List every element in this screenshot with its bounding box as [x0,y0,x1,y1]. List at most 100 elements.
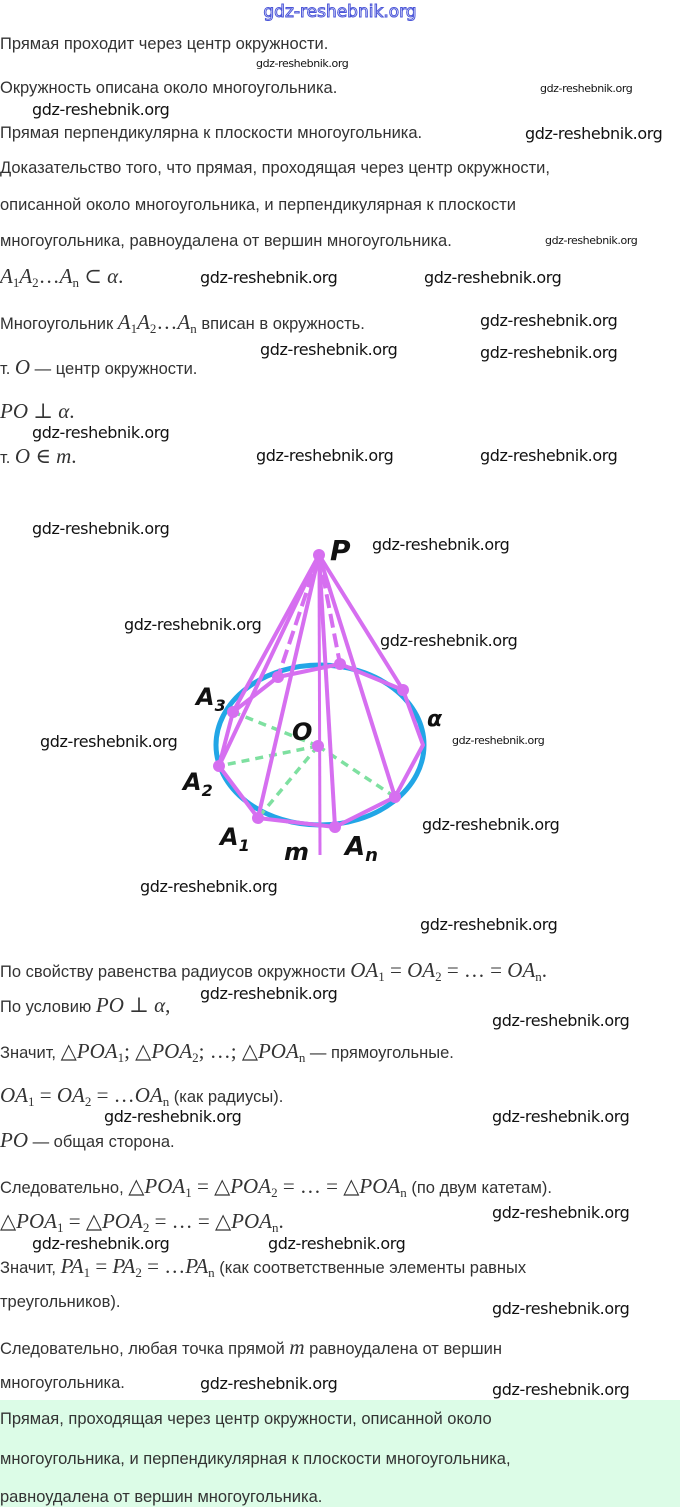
text-run: — центр окружности. [30,360,198,378]
watermark: gdz-reshebnik.org [452,734,545,747]
math-operator: = [34,1083,57,1107]
text-run: Следовательно, любая точка прямой [0,1340,290,1358]
text-run: Прямая, проходящая через центр окружност… [0,1410,492,1428]
math-operator: = △ [63,1209,102,1233]
math-base: A [117,310,131,334]
watermark: gdz-reshebnik.org [492,1107,630,1126]
math-symbol: A1 [117,310,138,336]
math-symbol: m [289,1335,304,1359]
given-line: Многоугольник A1A2…An вписан в окружност… [0,311,365,335]
text-run: равноудалена от вершин [304,1340,502,1358]
text-run: треугольников). [0,1293,121,1311]
math-subscript: 1 [185,1185,192,1200]
math-operator: … [38,264,60,288]
math-subscript: 1 [378,969,385,984]
math-base: A [177,310,191,334]
math-operator: △ [0,1209,17,1233]
watermark: gdz-reshebnik.org [492,1380,630,1399]
math-symbol: O [15,444,30,468]
text-run: т. [0,449,15,467]
text-run: (как радиусы). [169,1088,284,1106]
math-base: POA [16,1209,57,1233]
pyramid-figure: P A3 A2 A1 An O m α [181,534,443,866]
math-subscript: n [208,1265,215,1280]
math-subscript: 2 [84,1094,92,1109]
text-run: — общая сторона. [28,1133,175,1151]
math-operator: . [118,264,124,288]
label-m: m [284,838,309,866]
text-run: Прямая проходит через центр окружности. [0,35,329,53]
math-base: m [56,444,72,468]
text-run: многоугольника, равноудалена от вершин м… [0,232,452,250]
label-O: O [292,718,312,746]
math-subscript: 1 [83,1265,91,1280]
text-run: многоугольника. [0,1374,125,1392]
given-line: т. O — центр окружности. [0,356,197,380]
watermark: gdz-reshebnik.org [480,446,618,465]
math-operator: ⊥ [123,993,155,1017]
math-symbol: POA2 [102,1209,149,1234]
math-operator: , [165,993,171,1017]
label-A2: A2 [181,768,213,800]
math-symbol: PA1 [61,1254,91,1280]
math-operator: = △ [191,1174,231,1198]
math-subscript: n [162,1094,170,1109]
text-run: Прямая перпендикулярна к плоскости много… [0,124,423,142]
watermark: gdz-reshebnik.org [492,1203,630,1222]
math-subscript: 1 [130,321,138,336]
math-symbol: POAn [258,1039,305,1064]
math-operator: . [71,444,77,468]
watermark: gdz-reshebnik.org [32,100,170,119]
math-operator: = [384,958,408,982]
math-base: OA [350,958,379,982]
math-base: α [154,993,166,1017]
math-subscript: 1 [28,1094,35,1109]
math-base: POA [359,1174,401,1198]
text-run: (как соответственные элементы равных [214,1259,527,1277]
watermark: gdz-reshebnik.org [256,57,349,70]
math-subscript: n [400,1185,407,1200]
label-alpha: α [427,707,443,732]
math-symbol: POA1 [16,1209,64,1235]
watermark: gdz-reshebnik.org [200,1374,338,1393]
math-operator: . [278,1209,284,1233]
watermark: gdz-reshebnik.org [420,915,558,934]
watermark: gdz-reshebnik.org [492,1011,630,1030]
math-symbol: A2 [19,264,38,289]
watermark: gdz-reshebnik.org [200,984,338,1003]
text-run: Окружность описана около многоугольника. [0,79,338,97]
math-operator: ; △ [124,1039,152,1063]
math-subscript: 2 [435,969,442,984]
math-symbol: PO [0,1128,28,1152]
math-base: α [58,399,70,423]
text-run: т. [0,360,15,378]
math-base: POA [231,1209,272,1233]
label-An: An [343,832,378,866]
math-base: PA [185,1254,209,1278]
answer-line: Прямая, проходящая через центр окружност… [0,1408,492,1430]
watermark: gdz-reshebnik.org [140,877,278,896]
math-operator: ; …; △ [198,1039,258,1063]
proof-line: OA1 = OA2 = …OAn (как радиусы). [0,1084,283,1108]
given-line: Прямая проходит через центр окружности. [0,33,328,55]
label-A3: A3 [194,683,226,715]
math-symbol: PAn [185,1254,215,1280]
math-operator: = … [91,1083,135,1107]
math-base: OA [407,958,436,982]
watermark: gdz-reshebnik.org [540,82,633,95]
proof-line: По свойству равенства радиусов окружност… [0,959,547,983]
math-symbol: OA1 [350,958,385,984]
math-base: OA [507,958,536,982]
math-base: m [289,1335,305,1359]
given-line: многоугольника, равноудалена от вершин м… [0,230,452,252]
pyramid-edges [217,553,425,856]
watermark: gdz-reshebnik.org [492,1299,630,1318]
math-symbol: OAn [135,1083,170,1109]
math-subscript: n [271,1220,279,1235]
math-symbol: OAn [507,958,542,984]
label-P: P [330,534,351,567]
math-subscript: n [535,969,542,984]
math-subscript: 2 [271,1185,278,1200]
math-subscript: 1 [56,1220,64,1235]
math-base: PA [112,1254,136,1278]
